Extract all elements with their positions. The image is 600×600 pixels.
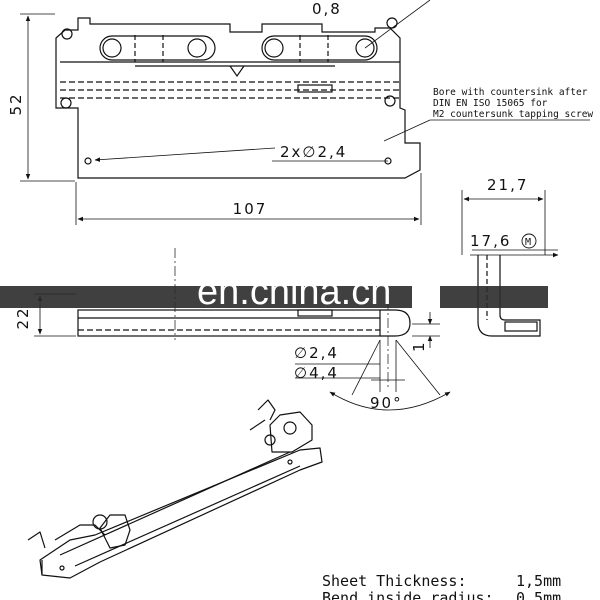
corner-hole-tl — [61, 28, 73, 40]
slot-right — [261, 35, 378, 61]
dim-dia-2-4: ∅2,4 — [294, 344, 339, 362]
dim-width-21-7: 21,7 — [487, 176, 528, 194]
dim-height-22: 22 — [14, 306, 32, 329]
note-line-1: Bore with countersink after — [433, 87, 588, 98]
dim-angle-90: 90° — [370, 394, 403, 412]
corner-hole-tr — [386, 17, 398, 29]
dim-width-17-6: 17,6 — [470, 232, 511, 250]
bore-note: Bore with countersink after DIN EN ISO 1… — [433, 87, 593, 120]
side-dimensions — [461, 190, 559, 258]
dim-dia-4-4: ∅4,4 — [294, 364, 339, 382]
hole-right-2 — [355, 38, 375, 58]
tapping-hole-left — [84, 157, 92, 165]
top-view — [55, 17, 421, 179]
specs-block: Sheet Thickness: 1,5mm Bend inside radiu… — [322, 572, 561, 600]
isometric-view — [27, 399, 323, 579]
note-line-2: DIN EN ISO 15065 for — [433, 98, 548, 109]
modifier-m: M — [525, 237, 531, 248]
hole-left — [102, 38, 122, 58]
dim-holes-2x: 2x∅2,4 — [280, 143, 347, 161]
dim-top-partial: 0,8 — [312, 0, 342, 18]
corner-hole-br — [384, 95, 396, 107]
bend-radius-label: Bend inside radius: — [322, 589, 494, 600]
dim-width-107: 107 — [233, 200, 268, 218]
corner-hole-bl — [60, 97, 72, 109]
hole-right — [264, 38, 284, 58]
watermark-band: en.china.cn — [0, 271, 548, 313]
front-view — [77, 248, 411, 390]
modifier-m-circle — [521, 233, 537, 249]
sheet-thickness-value: 1,5mm — [516, 572, 561, 590]
sheet-thickness-label: Sheet Thickness: — [322, 572, 467, 590]
watermark-text: en.china.cn — [197, 271, 391, 313]
note-line-3: M2 countersunk tapping screw — [433, 109, 593, 120]
dim-height-52: 52 — [7, 92, 25, 115]
top-view-outline — [55, 17, 421, 179]
top-dimensions — [20, 0, 590, 225]
dim-thick-1: 1 — [410, 340, 428, 352]
slot-left — [99, 35, 216, 61]
bend-radius-value: 0,5mm — [516, 589, 561, 600]
hole-left-2 — [187, 38, 207, 58]
